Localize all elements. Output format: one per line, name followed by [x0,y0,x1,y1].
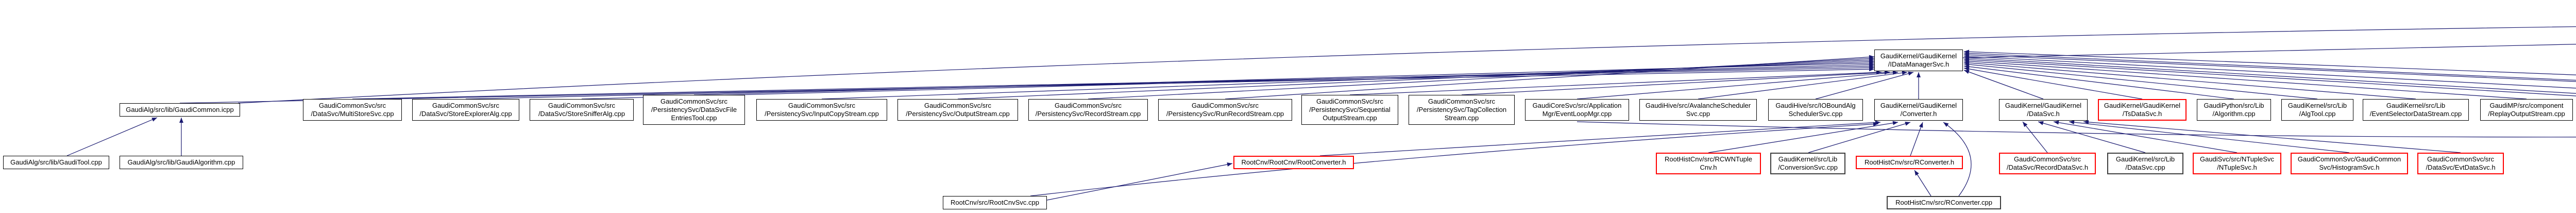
arrowhead-datasvch-to-idms [1964,70,1970,74]
edge-rdircnv-to-idms [1963,54,2576,82]
graph-node-gcommon[interactable]: GaudiAlg/src/lib/GaudiCommon.icpp [120,103,240,117]
edge-rcwn-to-converter [1708,122,1899,153]
edge-rootconv-to-converter [1319,122,1881,156]
arrowhead-hiveslimh-to-idms [1964,50,1970,54]
arrowhead-rootcnvsvccpp-to-rootconv [1227,162,1232,167]
edge-evtloop-to-histagent [1577,121,2576,138]
edge-ntuplesvch-to-datasvch [2053,121,2238,153]
graph-node-storeexp[interactable]: GaudiCommonSvc/src /DataSvc/StoreExplore… [412,99,519,121]
graph-node-ntuplesvch[interactable]: GaudiSvc/src/NTupleSvc /NTupleSvc.h [2193,153,2281,174]
edge-pyalg-to-idms [1963,65,2234,100]
graph-node-convsvccpp[interactable]: GaudiKernel/src/Lib /ConversionSvc.cpp [1770,153,1845,174]
arrowhead-avalanche-to-idms [1902,71,1907,75]
graph-node-algtool[interactable]: GaudiKernel/src/Lib /AlgTool.cpp [2281,99,2353,121]
edge-runrec-to-idms [1225,56,1875,100]
graph-node-evtdatasvc[interactable]: GaudiCommonSvc/src /DataSvc/EvtDataSvc.h [2417,153,2504,174]
edge-storeexp-to-idms [465,65,1875,100]
graph-node-idms[interactable]: GaudiKernel/GaudiKernel /IDataManagerSvc… [1874,50,1963,71]
edge-datasvch-to-idms [1963,70,2044,100]
graph-node-multistore[interactable]: GaudiCommonSvc/src /DataSvc/MultiStoreSv… [303,99,402,121]
arrowhead-ntuplesvch-to-datasvch [2054,120,2059,125]
arrowhead-rconvh-to-converter [1919,122,1923,128]
graph-node-recstream[interactable]: GaudiCommonSvc/src /PersistencySvc/Recor… [1028,99,1148,121]
arrowhead-gtool-to-gcommon [151,118,157,122]
arrowhead-rconvcpp-to-converter [1943,122,1949,127]
edge-convsvccpp-to-converter [1808,122,1911,153]
graph-node-rconvh[interactable]: RootHistCnv/src/RConverter.h [1856,156,1963,169]
edge-idms-to-root [1962,44,2576,58]
graph-node-converter[interactable]: GaudiKernel/GaudiKernel /Converter.h [1874,99,1963,121]
graph-node-rconvcpp[interactable]: RootHistCnv/src/RConverter.cpp [1887,196,2001,209]
graph-node-histsvch[interactable]: GaudiCommonSvc/GaudiCommon Svc/Histogram… [2291,153,2408,174]
arrowhead-recdatasvc-to-datasvch [2023,122,2028,127]
edge-recdatasvc-to-datasvch [2022,121,2048,153]
arrowhead-seqout-to-idms [1876,70,1882,75]
graph-node-recdatasvc[interactable]: GaudiCommonSvc/src /DataSvc/RecordDataSv… [1999,153,2096,174]
edge-evtseldata-to-idms [1963,62,2416,100]
graph-node-datasvch[interactable]: GaudiKernel/GaudiKernel /DataSvc.h [1999,99,2088,121]
graph-node-rcwn[interactable]: RootHistCnv/src/RCWNTuple Cnv.h [1656,153,1761,174]
edge-gtool-to-gcommon [66,117,158,156]
arrowhead-datasvccpp-to-datasvch [2038,121,2044,125]
graph-node-dsfet[interactable]: GaudiCommonSvc/src /PersistencySvc/DataS… [643,95,745,125]
edge-tagcoll-to-idms [1461,72,1890,95]
edge-gcommon-to-root [238,26,2576,104]
arrowhead-converter-to-idms [1917,72,1921,77]
edge-storesniff-to-idms [581,64,1875,100]
edge-iobound-to-idms [1815,72,1914,100]
graph-node-evtseldata[interactable]: GaudiKernel/src/Lib /EventSelectorDataSt… [2363,99,2469,121]
graph-node-runrec[interactable]: GaudiCommonSvc/src /PersistencySvc/RunRe… [1158,99,1292,121]
arrowhead-runrec-to-idms [1869,55,1874,59]
graph-node-replay[interactable]: GaudiMP/src/component /ReplayOutputStrea… [2480,99,2573,121]
graph-node-pyalg[interactable]: GaudiPython/src/Lib /Algorithm.cpp [2197,99,2271,121]
graph-node-avalanche[interactable]: GaudiHive/src/AvalancheScheduler Svc.cpp [1639,99,1757,121]
edge-replay-to-idms [1963,60,2527,100]
graph-node-tsdatasvc[interactable]: GaudiKernel/GaudiKernel /TsDataSvc.h [2098,99,2187,121]
graph-node-iobound[interactable]: GaudiHive/src/IOBoundAlg SchedulerSvc.cp… [1768,99,1863,121]
graph-node-galg[interactable]: GaudiAlg/src/lib/GaudiAlgorithm.cpp [120,156,243,169]
graph-node-inputcopy[interactable]: GaudiCommonSvc/src /PersistencySvc/Input… [756,99,887,121]
arrowhead-rcwn-to-converter [1892,121,1898,125]
arrowhead-histsvch-to-datasvch [2069,120,2075,125]
edge-collclone-to-idms [1963,59,2576,96]
edge-seqout-to-idms [1349,72,1882,95]
edge-rootcnvsvccpp-to-rootconv [1046,163,1233,201]
arrowhead-iobound-to-idms [1908,71,1913,76]
edge-rconvh-to-converter [1910,122,1923,156]
edge-rootstat-to-idms [1963,56,2576,89]
edge-avalanche-to-idms [1698,72,1908,100]
arrowhead-rconvcpp-to-rconvh [1914,170,1919,176]
arrowhead-convsvccpp-to-converter [1905,122,1910,126]
edge-datasvccpp-to-datasvch [2038,121,2146,153]
edge-algtool-to-idms [1963,63,2318,100]
edge-histsvch-to-datasvch [2069,121,2350,153]
graph-node-rootconv[interactable]: RootCnv/RootCnv/RootConverter.h [1233,156,1354,169]
graph-node-gtool[interactable]: GaudiAlg/src/lib/GaudiTool.cpp [3,156,109,169]
arrowhead-rootcnvsvccpp-to-converter [1873,122,1878,126]
edge-tsdatasvc-to-idms [1963,68,2143,100]
edge-rconvcpp-to-converter [1943,122,1972,196]
edge-rntuplecnv-to-idms [1963,53,2576,81]
graph-node-storesniff[interactable]: GaudiCommonSvc/src /DataSvc/StoreSniffer… [530,99,634,121]
edge-rootevtsel-to-idms [1963,57,2576,94]
graph-node-tagcoll[interactable]: GaudiCommonSvc/src /PersistencySvc/TagCo… [1409,95,1515,125]
graph-node-seqout[interactable]: GaudiCommonSvc/src /PersistencySvc/Seque… [1301,95,1398,125]
graph-node-rootcnvsvccpp[interactable]: RootCnv/src/RootCnvSvc.cpp [943,196,1047,209]
graph-node-evtloop[interactable]: GaudiCoreSvc/src/Application Mgr/EventLo… [1525,99,1629,121]
edge-evtdatasvc-to-datasvch [2083,121,2461,153]
arrowhead-galg-to-gcommon [179,118,183,123]
graph-node-outstream[interactable]: GaudiCommonSvc/src /PersistencySvc/Outpu… [897,99,1018,121]
edge-hiveslimh-to-idms [1963,51,2576,75]
edge-evtloop-to-idms [1577,72,1899,100]
graph-node-datasvccpp[interactable]: GaudiKernel/src/Lib /DataSvc.cpp [2107,153,2183,174]
edge-rootcnvsvccpp-to-converter [1030,123,1879,196]
arrowhead-evtdatasvc-to-datasvch [2083,120,2089,124]
